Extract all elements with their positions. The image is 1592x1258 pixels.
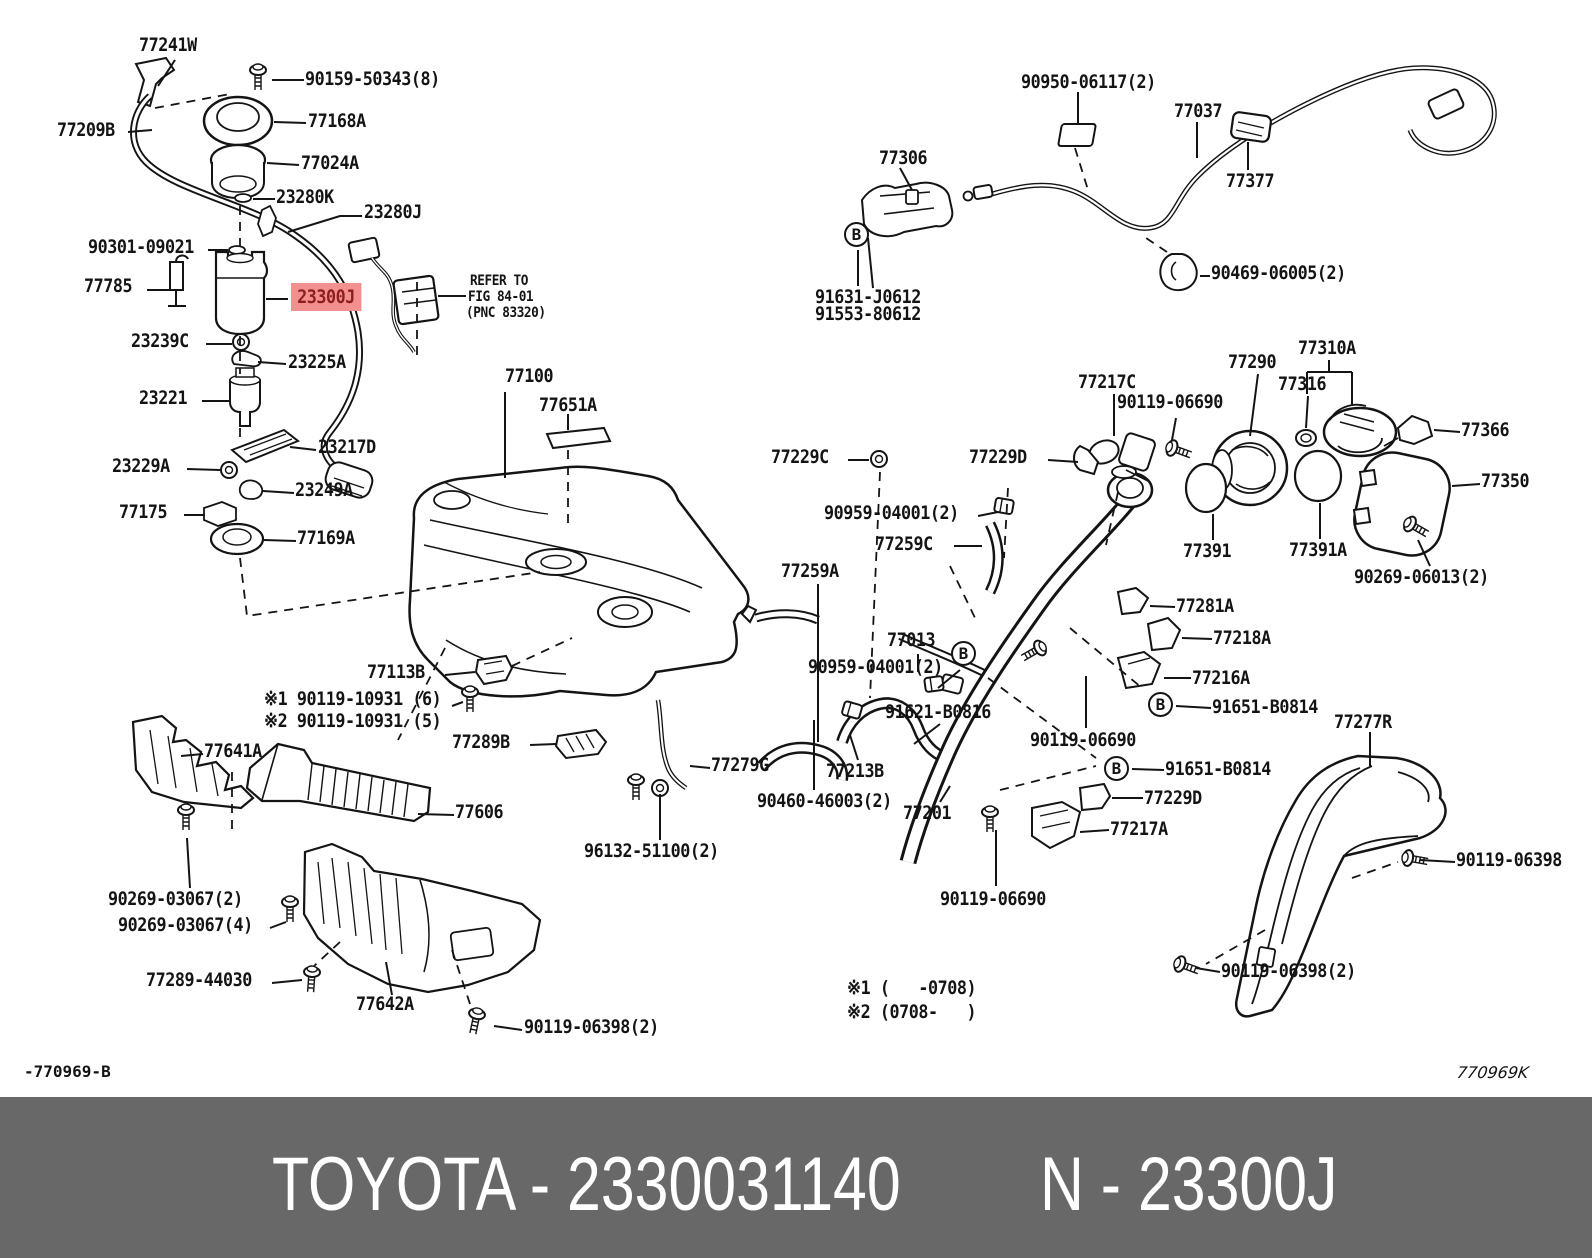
leader-lines [127,59,1481,1031]
part-number-banner: TOYOTA - 2330031140 N - 23300J [0,1097,1592,1258]
fuel-tank-art [408,426,750,698]
fuel-cap-lid-art [1184,403,1451,557]
shield-art [131,654,688,994]
page-code-right: 770969K [1455,1063,1530,1082]
protector-art [1235,754,1447,1018]
dashed-lines [154,93,1399,1005]
banner-brand-number: TOYOTA - 2330031140 [272,1142,901,1227]
filler-pipe-art [899,432,1182,865]
lid-cable-art [860,65,1497,292]
fuel-pump-assembly-art [130,56,440,556]
banner-pnc-code: N - 23300J [1040,1142,1338,1227]
page-code-left: -770969-B [24,1062,111,1081]
diagram-artwork [127,56,1497,1037]
